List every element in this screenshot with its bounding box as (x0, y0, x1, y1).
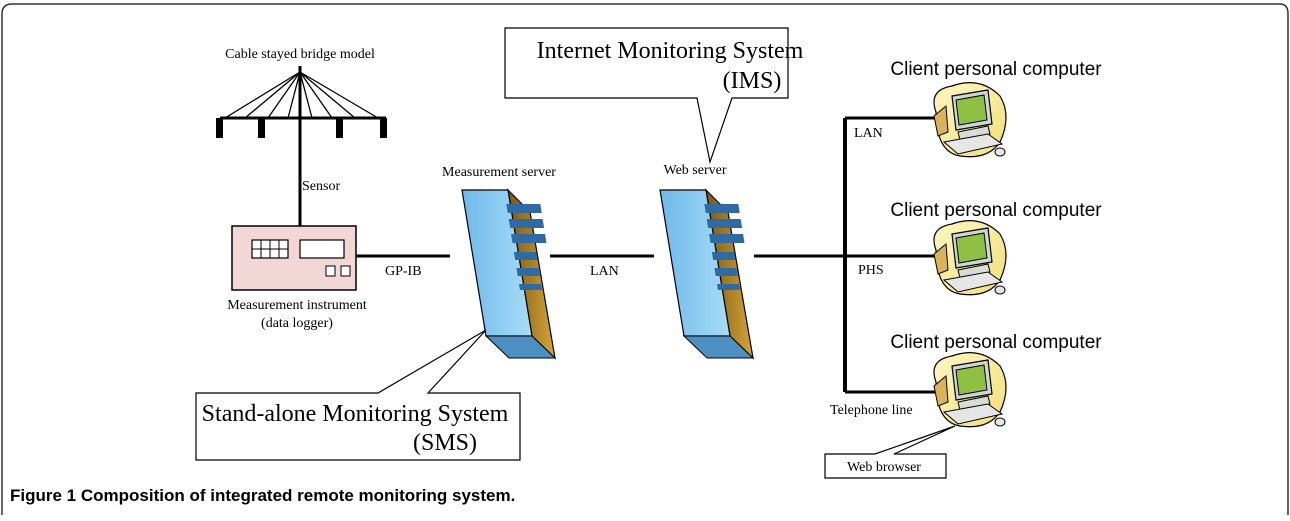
web-browser-label: Web browser (847, 460, 921, 475)
ims-callout-line2: (IMS) (723, 68, 782, 94)
client2-label: Client personal computer (890, 200, 1102, 221)
web-browser-callout (824, 425, 956, 479)
client1-computer-icon (933, 82, 1007, 158)
bridge-label: Cable stayed bridge model (225, 47, 375, 62)
sms-callout-line1: Stand-alone Monitoring System (202, 401, 509, 427)
figure-border (1, 3, 1289, 515)
client3-link-label: Telephone line (830, 403, 913, 418)
web-server-icon (659, 188, 755, 360)
sms-callout-line2: (SMS) (413, 430, 477, 456)
cable-stayed-bridge-icon (216, 66, 387, 226)
figure-caption: Figure 1 Composition of integrated remot… (10, 486, 515, 506)
lan-label-center: LAN (590, 264, 619, 279)
client3-label: Client personal computer (890, 332, 1102, 353)
sms-callout (195, 329, 521, 461)
instrument-label-line2: (data logger) (261, 316, 333, 331)
client1-link-label: LAN (854, 126, 883, 141)
ims-callout-line1: Internet Monitoring System (537, 38, 804, 64)
web-server-label: Web server (663, 163, 726, 178)
client1-label: Client personal computer (890, 59, 1102, 80)
data-logger-icon (231, 225, 357, 291)
gpib-label: GP-IB (385, 264, 422, 279)
measurement-server-label: Measurement server (442, 165, 556, 180)
instrument-label-line1: Measurement instrument (227, 298, 367, 313)
figure-caption-text: Composition of integrated remote monitor… (80, 486, 516, 505)
figure-number: Figure 1 (10, 486, 77, 505)
client2-link-label: PHS (858, 263, 884, 278)
sensor-label: Sensor (302, 179, 340, 194)
client3-computer-icon (933, 352, 1007, 428)
ims-callout (504, 27, 789, 165)
measurement-server-icon (461, 188, 557, 360)
client2-computer-icon (933, 220, 1007, 296)
